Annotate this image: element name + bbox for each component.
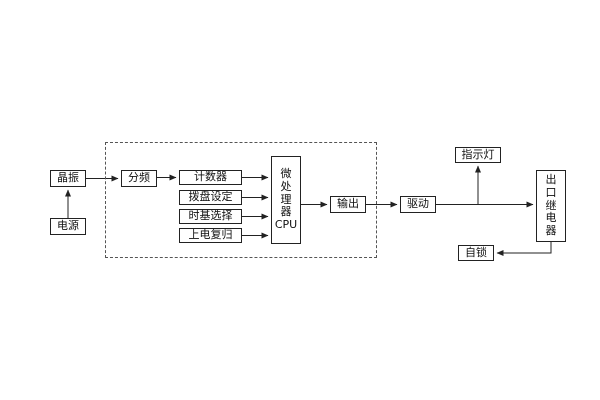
output-box: 输出 xyxy=(330,196,366,213)
indicator-light-box: 指示灯 xyxy=(455,147,501,163)
counter-box: 计数器 xyxy=(179,170,242,185)
dial-setting-box: 拨盘设定 xyxy=(179,190,242,205)
frequency-divider-box: 分频 xyxy=(121,170,157,187)
outlet-relay-box: 出 口 继 电 器 xyxy=(536,170,566,242)
microprocessor-cpu-box: 微 处 理 器 CPU xyxy=(271,156,301,244)
mcu-module-boundary xyxy=(105,142,377,258)
drive-box: 驱动 xyxy=(400,196,436,213)
power-supply-box: 电源 xyxy=(50,218,86,235)
power-on-reset-box: 上电复归 xyxy=(179,228,242,243)
self-lock-box: 自锁 xyxy=(458,245,494,261)
crystal-oscillator-box: 晶振 xyxy=(50,170,86,187)
wire-relay-to-selflock xyxy=(496,242,552,256)
timebase-select-box: 时基选择 xyxy=(179,209,242,224)
